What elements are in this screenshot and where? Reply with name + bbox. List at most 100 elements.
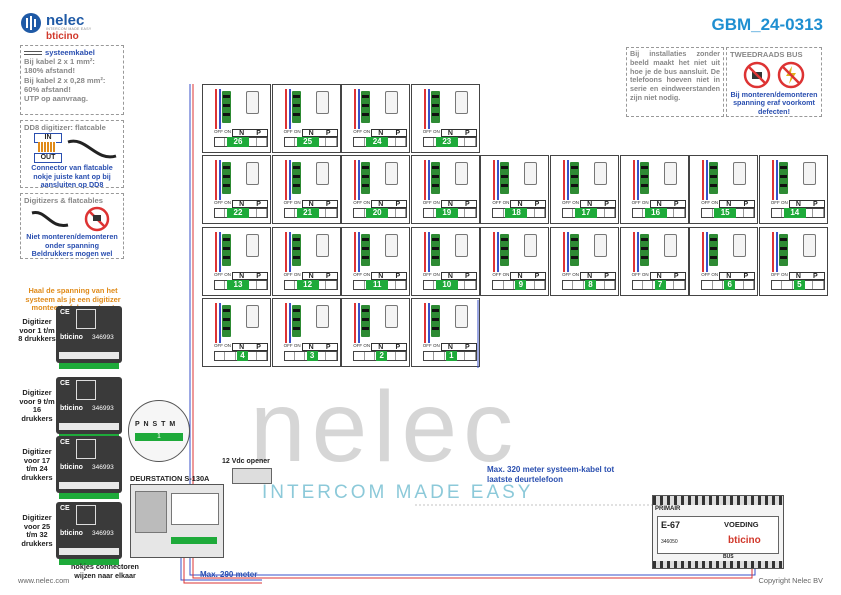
p-label: P: [395, 273, 401, 280]
offon-label: OFF ON: [422, 129, 440, 134]
terminal-block: [291, 91, 301, 123]
door-connector: [171, 537, 217, 544]
digitizer-pins: [59, 352, 119, 359]
installation-note: Bij installaties zonder beeld maakt het …: [626, 47, 724, 117]
n-label: N: [239, 344, 245, 351]
p-label: P: [465, 130, 470, 137]
bus-wire: [632, 232, 639, 272]
handset-icon: [246, 91, 259, 114]
n-label: N: [239, 273, 245, 280]
in-out-port: [76, 309, 96, 329]
prohibited-plug-icon: [743, 61, 771, 89]
bus-wire: [423, 89, 430, 129]
two-wire-title: TWEEDRAADS BUS: [730, 50, 803, 59]
n-label: N: [447, 201, 453, 208]
n-label: N: [447, 273, 453, 280]
p-label: P: [256, 201, 261, 208]
phone-number: 1: [445, 351, 457, 361]
handset-icon: [315, 305, 329, 328]
digitizer-code: 346993: [92, 334, 114, 341]
offon-label: OFF ON: [631, 200, 649, 205]
bus-wire: [632, 160, 639, 200]
phone-number: 2: [376, 351, 388, 361]
phone-number: 20: [366, 208, 389, 218]
offon-label: OFF ON: [283, 272, 301, 277]
p-label: P: [743, 273, 749, 280]
bus-wire: [563, 232, 569, 272]
p-label: P: [604, 273, 609, 280]
dd8-note-text: Connector van flatcable nokje juiste kan…: [31, 163, 113, 190]
digitizer-code: 346993: [92, 464, 114, 471]
handset-icon: [385, 305, 399, 328]
supply-code: 346050: [661, 539, 678, 545]
handset-icon: [315, 234, 329, 257]
phone-number: 26: [227, 137, 249, 147]
warning-icons: [730, 61, 818, 89]
offon-label: OFF ON: [214, 200, 231, 205]
phone-number: 12: [296, 280, 319, 290]
cable-note-line: 60% afstand!: [24, 84, 71, 94]
n-label: N: [726, 273, 732, 280]
digitizer-pins: [59, 423, 119, 430]
max-290: Max. 290 meter: [200, 570, 258, 579]
handset-icon: [733, 162, 747, 185]
terminal-block: [430, 305, 440, 337]
terminal-block: [639, 234, 649, 266]
p-label: P: [395, 344, 401, 351]
handset-icon: [802, 162, 816, 185]
footer-website: www.nelec.com: [18, 576, 70, 585]
in-out-port: [76, 439, 96, 459]
n-label: N: [517, 273, 523, 280]
p-label: P: [465, 201, 470, 208]
bus-wire: [284, 303, 291, 343]
n-label: N: [378, 201, 384, 208]
offon-label: OFF ON: [562, 200, 579, 205]
n-label: N: [447, 344, 453, 351]
handset-icon: [246, 234, 259, 257]
flatcable-icon: [38, 142, 56, 153]
logo-name: nelec: [46, 12, 85, 29]
handset-icon: [454, 162, 468, 185]
phone-number: 19: [435, 208, 458, 218]
p-label: P: [813, 273, 818, 280]
primary-terminals: [653, 496, 783, 505]
offon-label: OFF ON: [422, 343, 440, 348]
prohibited-voltage-icon: [777, 61, 805, 89]
door-terminal-number: 1: [135, 433, 183, 441]
digitizer-label: Digitizer voor 1 t/m 8 drukkers: [18, 317, 56, 344]
in-out-port: [76, 380, 96, 400]
terminal-block: [570, 234, 579, 266]
digitizer-connector: [59, 559, 119, 565]
p-label: P: [465, 344, 470, 351]
bus-wire: [284, 232, 291, 272]
p-label: P: [325, 201, 331, 208]
phone-number: 3: [306, 351, 318, 361]
bus-wire: [215, 232, 221, 272]
terminal-block: [222, 234, 231, 266]
bus-wire: [423, 303, 430, 343]
p-label: P: [673, 201, 679, 208]
bus-wire: [771, 160, 778, 200]
bus-wire: [493, 232, 500, 272]
